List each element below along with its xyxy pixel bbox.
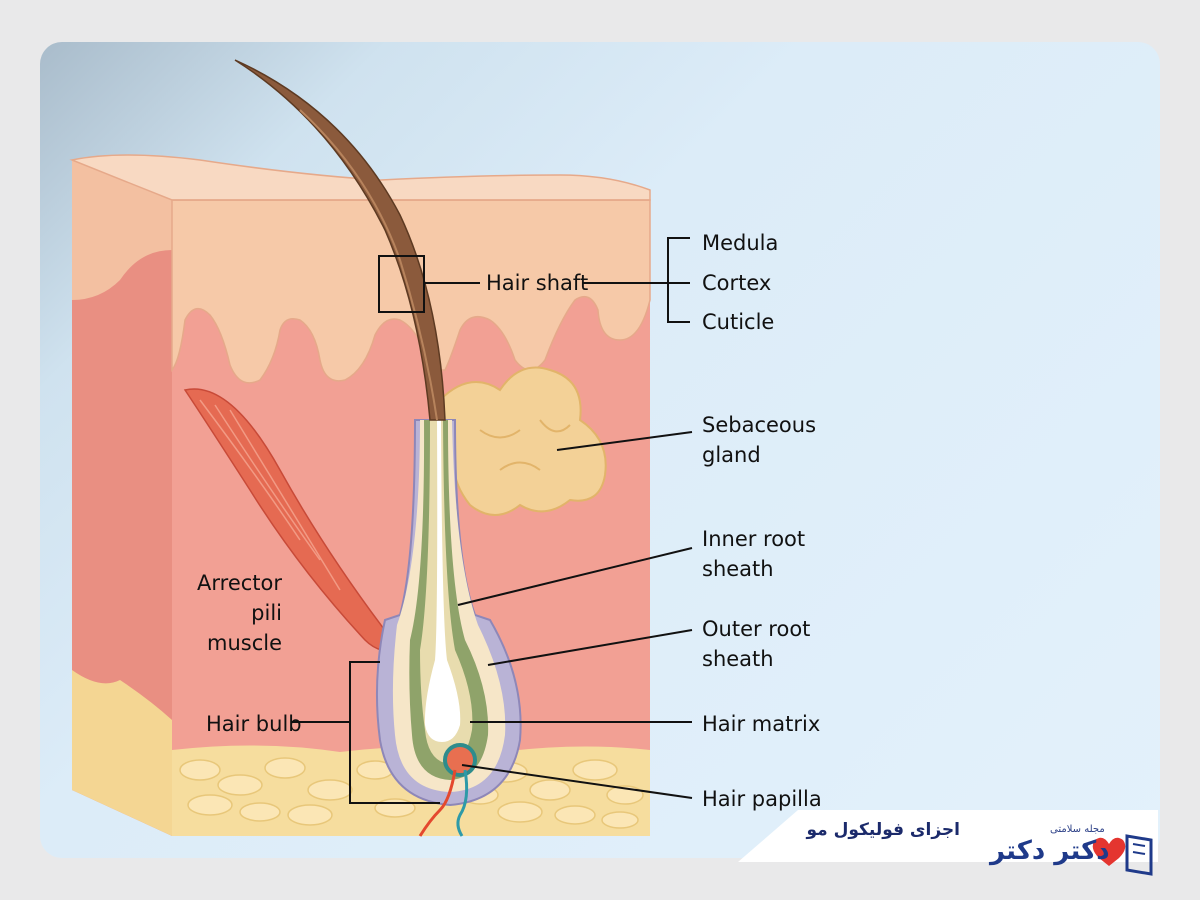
label-hair-bulb: Hair bulb (206, 712, 302, 736)
hair-matrix (424, 420, 461, 742)
hair-shaft (234, 59, 446, 421)
label-cuticle: Cuticle (702, 310, 774, 334)
sebaceous-gland (436, 366, 607, 516)
label-hair-papilla: Hair papilla (702, 787, 822, 811)
diagram-card: Hair shaft Medula Cortex Cuticle Sebaceo… (40, 42, 1160, 858)
label-hair-shaft: Hair shaft (486, 271, 588, 295)
skin-top-surface (69, 154, 651, 201)
hair-papilla (443, 743, 477, 777)
brand-name: دکتر دکتر (990, 836, 1111, 866)
hair-follicle-diagram: Hair shaft Medula Cortex Cuticle Sebaceo… (69, 59, 822, 837)
footer-title: اجزای فولیکول مو (806, 820, 961, 840)
blood-vessels (418, 769, 457, 837)
skin-side-fat (72, 670, 172, 836)
label-medula: Medula (702, 231, 778, 255)
label-inner-root-sheath-1: Inner root (702, 527, 805, 551)
label-outer-root-sheath-2: sheath (702, 647, 774, 671)
brand-subtitle: مجله سلامتی (1050, 824, 1105, 835)
label-arrector-pili-2: pili (251, 601, 282, 625)
book-icon (1125, 834, 1153, 876)
fat-cells (179, 757, 644, 829)
footer-bar (738, 810, 1158, 862)
label-arrector-pili-3: muscle (207, 631, 282, 655)
skin-side-face (72, 160, 172, 836)
hair-follicle (375, 419, 522, 837)
skin-side-epidermis (72, 160, 172, 300)
label-inner-root-sheath-2: sheath (702, 557, 774, 581)
brand-icon (1092, 834, 1153, 876)
label-outer-root-sheath-1: Outer root (702, 617, 810, 641)
label-hair-matrix: Hair matrix (702, 712, 820, 736)
label-sebaceous-gland-1: Sebaceous (702, 413, 816, 437)
leader-lines (292, 237, 693, 804)
label-sebaceous-gland-2: gland (702, 443, 761, 467)
heart-icon (1092, 837, 1126, 866)
label-cortex: Cortex (702, 271, 771, 295)
label-arrector-pili-1: Arrector (197, 571, 282, 595)
